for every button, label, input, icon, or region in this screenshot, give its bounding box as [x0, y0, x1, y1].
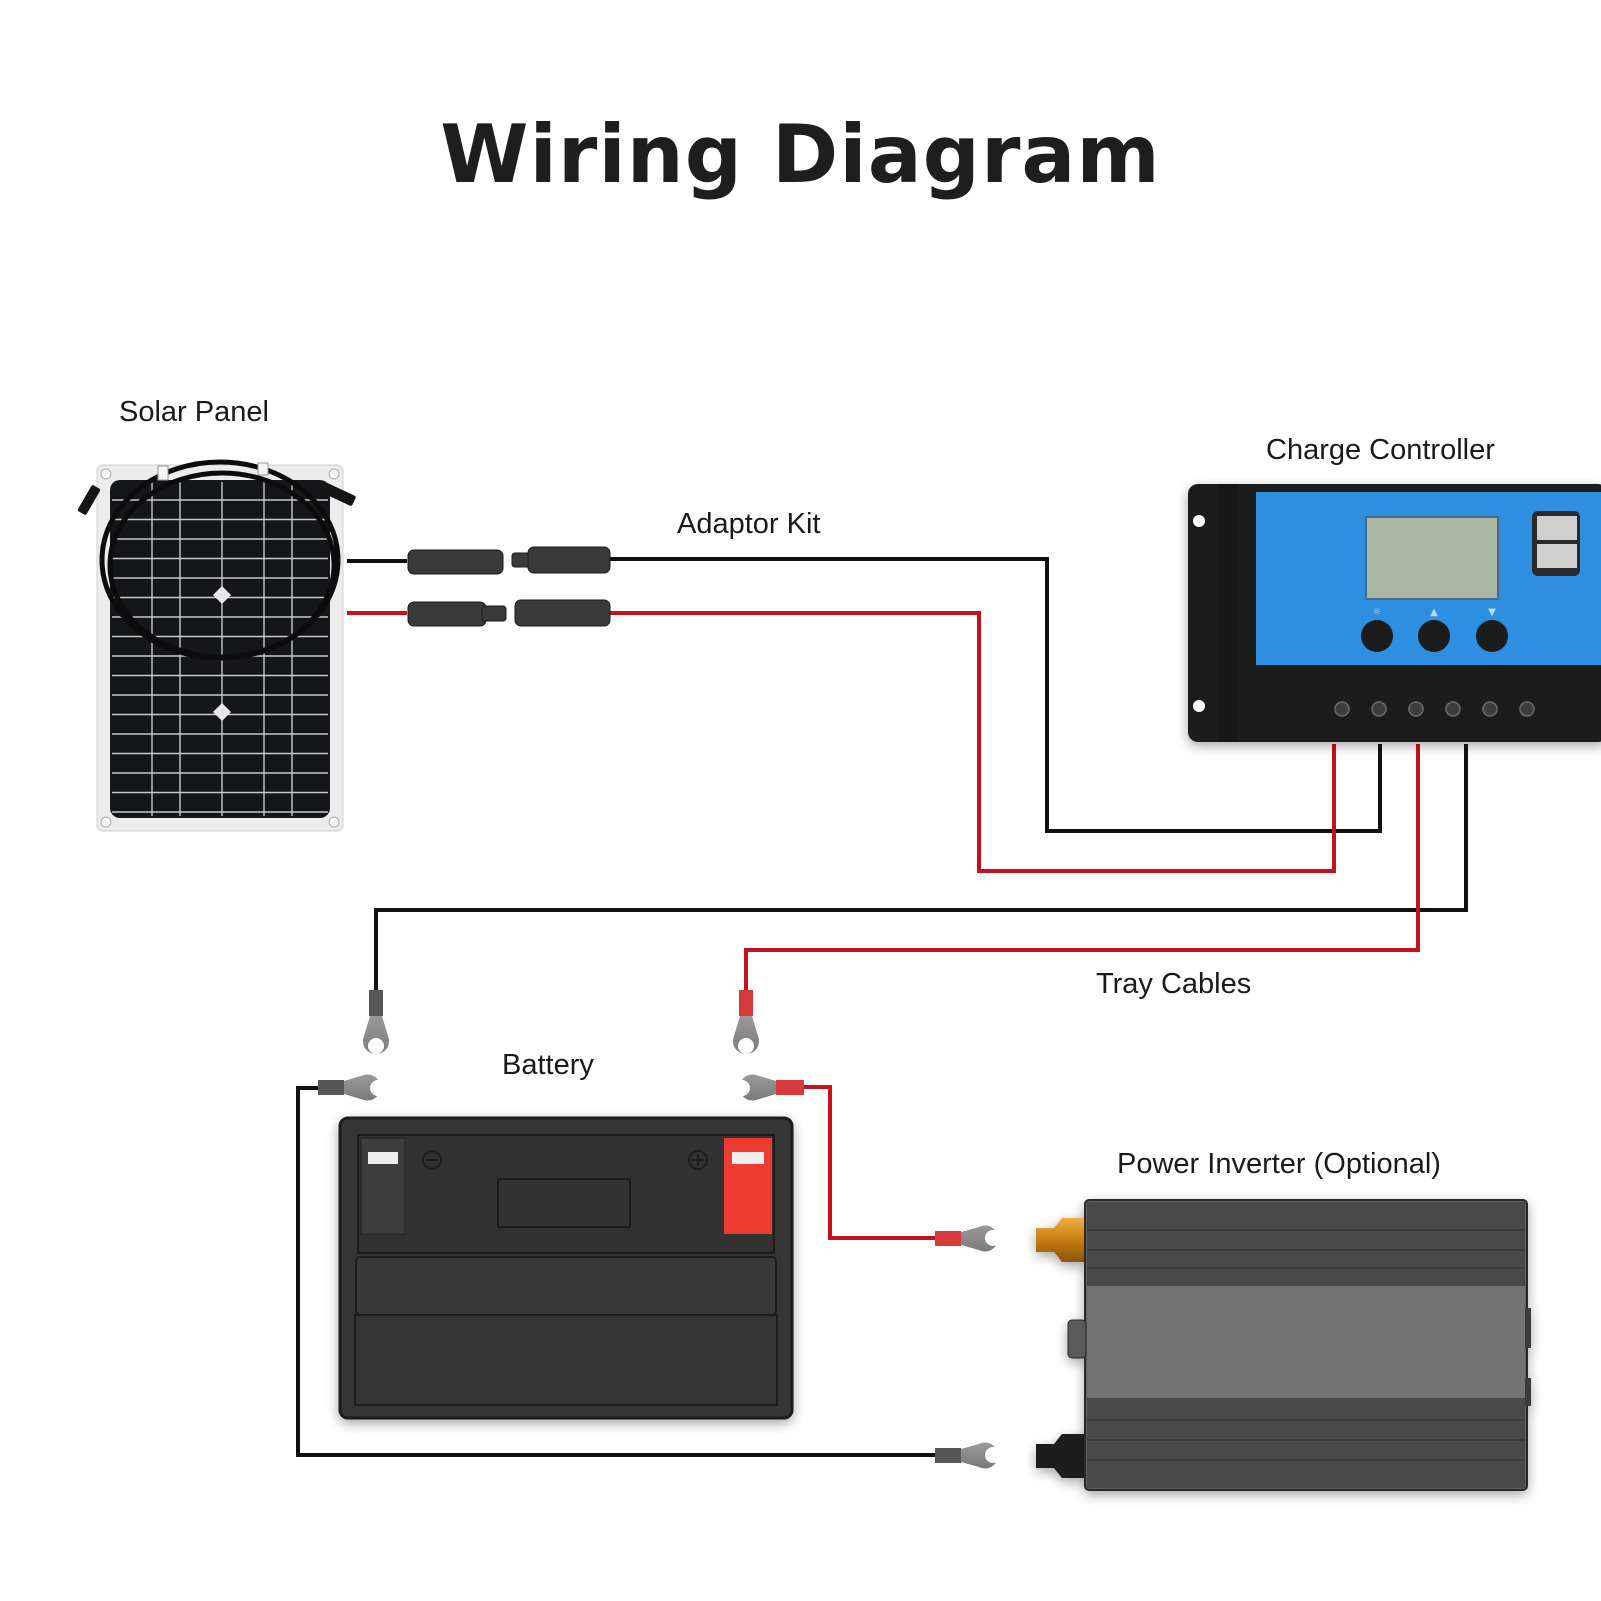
ring-terminals [318, 990, 1001, 1469]
controller-button-3 [1476, 620, 1508, 652]
solar-panel [77, 459, 356, 832]
power-inverter [1036, 1199, 1531, 1491]
inverter-negative-post [1036, 1434, 1084, 1478]
adaptor-kit-label: Adaptor Kit [677, 508, 821, 540]
solar-panel-label: Solar Panel [119, 396, 269, 428]
controller-button-2 [1418, 620, 1450, 652]
wire-panel-negative [347, 557, 1382, 833]
diagram-title: Wiring Diagram [440, 108, 1161, 201]
svg-text:☼: ☼ [1373, 607, 1382, 618]
wire-controller-battery-negative [374, 744, 1468, 990]
tray-cables-label: Tray Cables [1096, 968, 1252, 1000]
charge-controller-label: Charge Controller [1266, 434, 1495, 466]
wire-controller-battery-positive [744, 744, 1420, 990]
wire-battery-inverter-negative [296, 1086, 935, 1457]
svg-text:▲: ▲ [1430, 607, 1438, 618]
inverter-positive-post [1036, 1218, 1084, 1262]
wire-battery-inverter-positive [802, 1085, 935, 1240]
battery [338, 1116, 794, 1420]
svg-text:▼: ▼ [1488, 607, 1496, 618]
charge-controller: ☼ ▲ ▼ [1188, 484, 1601, 742]
lcd-screen [1365, 516, 1499, 600]
wire-panel-positive [347, 611, 1336, 873]
battery-label: Battery [502, 1049, 594, 1081]
power-inverter-label: Power Inverter (Optional) [1117, 1148, 1441, 1180]
adaptor-kit-connectors [407, 546, 611, 627]
controller-button-1 [1361, 620, 1393, 652]
